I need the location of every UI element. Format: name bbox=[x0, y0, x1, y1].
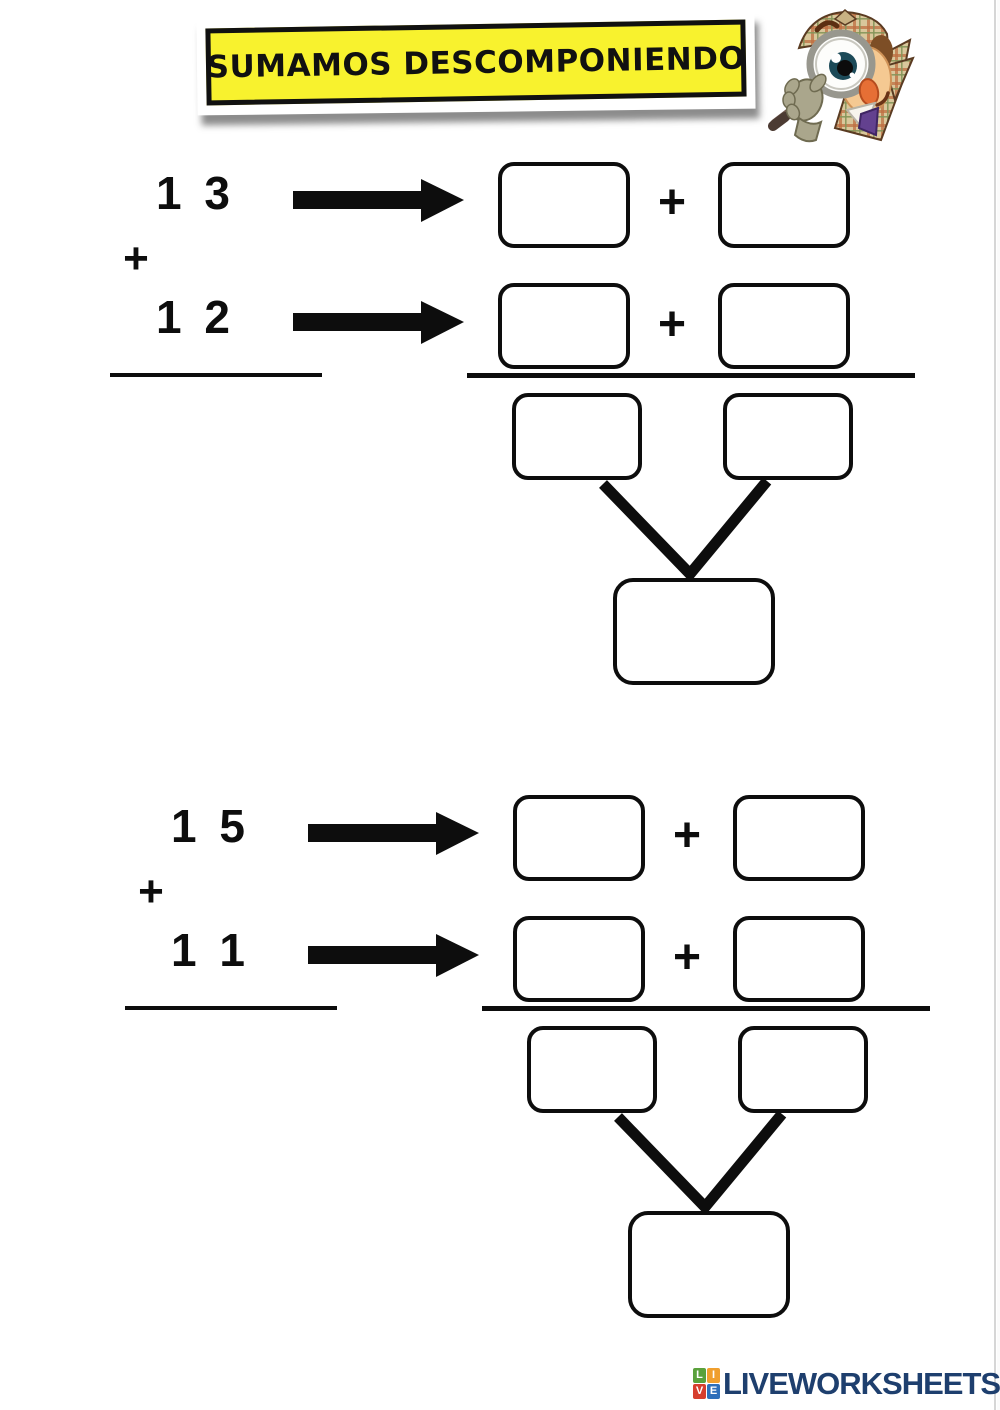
addition-rule-left bbox=[125, 1006, 337, 1010]
logo-letter-v: V bbox=[693, 1384, 706, 1399]
partial-sum-ones-box[interactable] bbox=[723, 393, 853, 480]
page-title: SUMAMOS DESCOMPONIENDO bbox=[206, 40, 746, 85]
v-connector-icon bbox=[599, 478, 772, 580]
logo-letter-l: L bbox=[693, 1368, 706, 1383]
logo-letter-e: E bbox=[707, 1384, 720, 1399]
decompose-plus-top: + bbox=[672, 809, 702, 862]
addend-bottom-label: 1 1 bbox=[171, 924, 250, 976]
arrow-right-icon bbox=[308, 812, 479, 855]
decompose-ones-box-bottom[interactable] bbox=[718, 283, 850, 369]
decompose-tens-box-bottom[interactable] bbox=[498, 283, 630, 369]
problem-2: 1 5 + 1 1 + + bbox=[15, 781, 1000, 1326]
addend-top-label: 1 3 bbox=[156, 167, 235, 219]
addition-rule-right bbox=[482, 1006, 930, 1011]
page-right-margin bbox=[997, 0, 1000, 1410]
decompose-tens-box-top[interactable] bbox=[498, 162, 630, 248]
v-connector-icon bbox=[614, 1111, 787, 1213]
total-sum-box[interactable] bbox=[613, 578, 775, 685]
problem-1: 1 3 + 1 2 + + bbox=[0, 148, 1000, 693]
logo-letter-i: I bbox=[707, 1368, 720, 1383]
addition-operator: + bbox=[123, 234, 149, 283]
arrow-right-icon bbox=[293, 179, 464, 222]
decompose-plus-top: + bbox=[657, 176, 687, 229]
decompose-ones-box-bottom[interactable] bbox=[733, 916, 865, 1002]
addition-rule-left bbox=[110, 373, 322, 377]
partial-sum-tens-box[interactable] bbox=[512, 393, 642, 480]
addend-top-label: 1 5 bbox=[171, 800, 250, 852]
arrow-right-icon bbox=[308, 934, 479, 977]
title-banner: SUMAMOS DESCOMPONIENDO bbox=[196, 12, 756, 116]
decompose-plus-bottom: + bbox=[672, 931, 702, 984]
brand-wordmark: LIVEWORKSHEETS bbox=[723, 1366, 1000, 1401]
decompose-tens-box-bottom[interactable] bbox=[513, 916, 645, 1002]
partial-sum-tens-box[interactable] bbox=[527, 1026, 657, 1113]
partial-sum-ones-box[interactable] bbox=[738, 1026, 868, 1113]
decompose-ones-box-top[interactable] bbox=[733, 795, 865, 881]
footer-logo: L I V E LIVEWORKSHEETS bbox=[693, 1368, 1000, 1399]
decompose-tens-box-top[interactable] bbox=[513, 795, 645, 881]
decompose-ones-box-top[interactable] bbox=[718, 162, 850, 248]
total-sum-box[interactable] bbox=[628, 1211, 790, 1318]
title-banner-frame: SUMAMOS DESCOMPONIENDO bbox=[205, 19, 747, 106]
liveworksheets-grid-icon: L I V E bbox=[693, 1368, 720, 1399]
page-right-border bbox=[994, 0, 996, 1410]
addition-operator: + bbox=[138, 867, 164, 916]
detective-magnifying-glass-icon bbox=[768, 9, 915, 143]
addition-rule-right bbox=[467, 373, 915, 378]
decompose-plus-bottom: + bbox=[657, 298, 687, 351]
arrow-right-icon bbox=[293, 301, 464, 344]
addend-bottom-label: 1 2 bbox=[156, 291, 235, 343]
